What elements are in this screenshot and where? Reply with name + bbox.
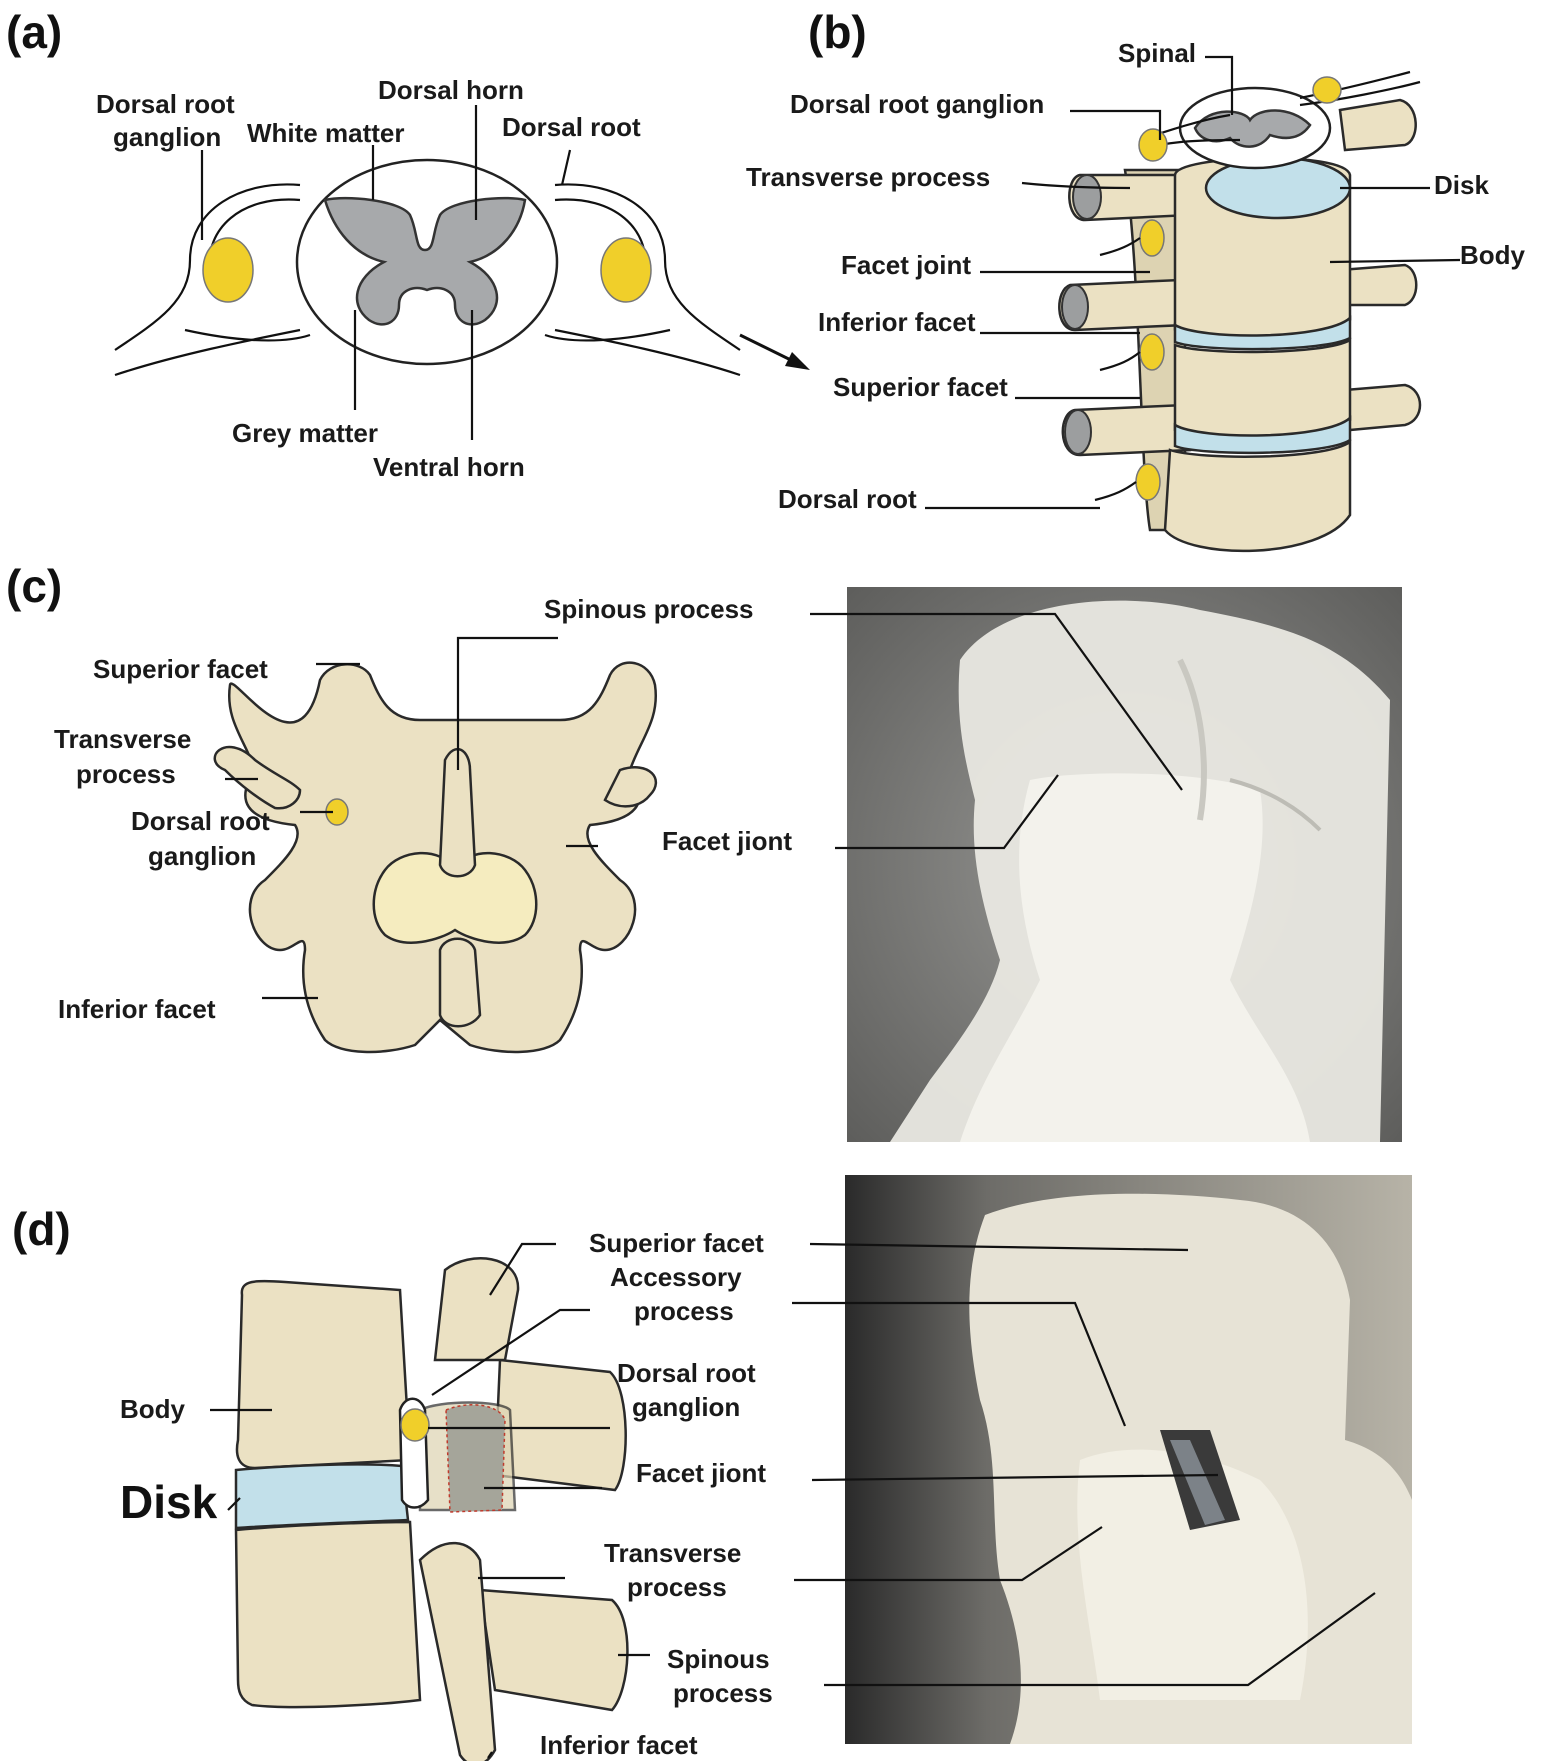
label-a-drg-2: ganglion — [113, 122, 221, 152]
label-b-superior-facet: Superior facet — [833, 372, 1008, 402]
panel-d: (d) — [12, 1175, 1412, 1761]
label-d-drg-2: ganglion — [632, 1392, 740, 1422]
label-d-drg-1: Dorsal root — [617, 1358, 756, 1388]
label-c-facet-joint: Facet jiont — [662, 826, 792, 856]
vertebra-dorsal-view-illustration — [215, 663, 656, 1052]
panel-b-tag: (b) — [808, 6, 867, 58]
label-b-body: Body — [1460, 240, 1526, 270]
panel-a-tag: (a) — [6, 6, 62, 58]
vertebra-photo-dorsal — [847, 587, 1402, 1142]
label-a-white-matter: White matter — [247, 118, 404, 148]
label-d-spinous-2: process — [673, 1678, 773, 1708]
panel-d-tag: (d) — [12, 1203, 71, 1255]
arrow-head — [785, 352, 810, 370]
label-d-accessory-1: Accessory — [610, 1262, 742, 1292]
vertebra-lateral-view-illustration — [236, 1258, 627, 1761]
label-a-dorsal-horn: Dorsal horn — [378, 75, 524, 105]
label-a-ventral-horn: Ventral horn — [373, 452, 525, 482]
label-b-transverse: Transverse process — [746, 162, 990, 192]
label-d-spinous-1: Spinous — [667, 1644, 770, 1674]
label-c-spinous: Spinous process — [544, 594, 754, 624]
disk-d — [236, 1464, 408, 1528]
label-a-grey-matter: Grey matter — [232, 418, 378, 448]
label-d-accessory-2: process — [634, 1296, 734, 1326]
label-d-transverse-2: process — [627, 1572, 727, 1602]
label-d-body: Body — [120, 1394, 186, 1424]
label-d-inferior-facet: Inferior facet — [540, 1730, 698, 1760]
dorsal-root-ganglion-right — [601, 238, 651, 302]
label-b-facet-joint: Facet joint — [841, 250, 971, 280]
vertebral-column-illustration — [1059, 72, 1420, 551]
label-a-drg-1: Dorsal root — [96, 89, 235, 119]
label-d-transverse-1: Transverse — [604, 1538, 741, 1568]
panel-c: (c) Spinous process Superior facet — [6, 560, 1402, 1142]
label-c-superior-facet: Superior facet — [93, 654, 268, 684]
label-c-transverse-1: Transverse — [54, 724, 191, 754]
dorsal-root-ganglion-left — [203, 238, 253, 302]
label-c-inferior-facet: Inferior facet — [58, 994, 216, 1024]
label-b-inferior-facet: Inferior facet — [818, 307, 976, 337]
label-b-spinal: Spinal — [1118, 38, 1196, 68]
label-b-dorsal-root: Dorsal root — [778, 484, 917, 514]
label-d-facet-joint: Facet jiont — [636, 1458, 766, 1488]
label-a-dorsal-root: Dorsal root — [502, 112, 641, 142]
label-d-superior-facet: Superior facet — [589, 1228, 764, 1258]
label-b-disk: Disk — [1434, 170, 1489, 200]
label-c-drg-2: ganglion — [148, 841, 256, 871]
label-c-transverse-2: process — [76, 759, 176, 789]
label-c-drg-1: Dorsal root — [131, 806, 270, 836]
spinal-cord-cross-section — [115, 160, 740, 375]
panel-c-tag: (c) — [6, 560, 62, 612]
label-d-disk: Disk — [120, 1476, 218, 1528]
label-b-drg: Dorsal root ganglion — [790, 89, 1044, 119]
panel-b: (b) — [746, 6, 1526, 551]
panel-a: (a) Dorsal root ganglion White matter Do — [6, 6, 810, 482]
vertebra-photo-lateral — [845, 1175, 1412, 1744]
